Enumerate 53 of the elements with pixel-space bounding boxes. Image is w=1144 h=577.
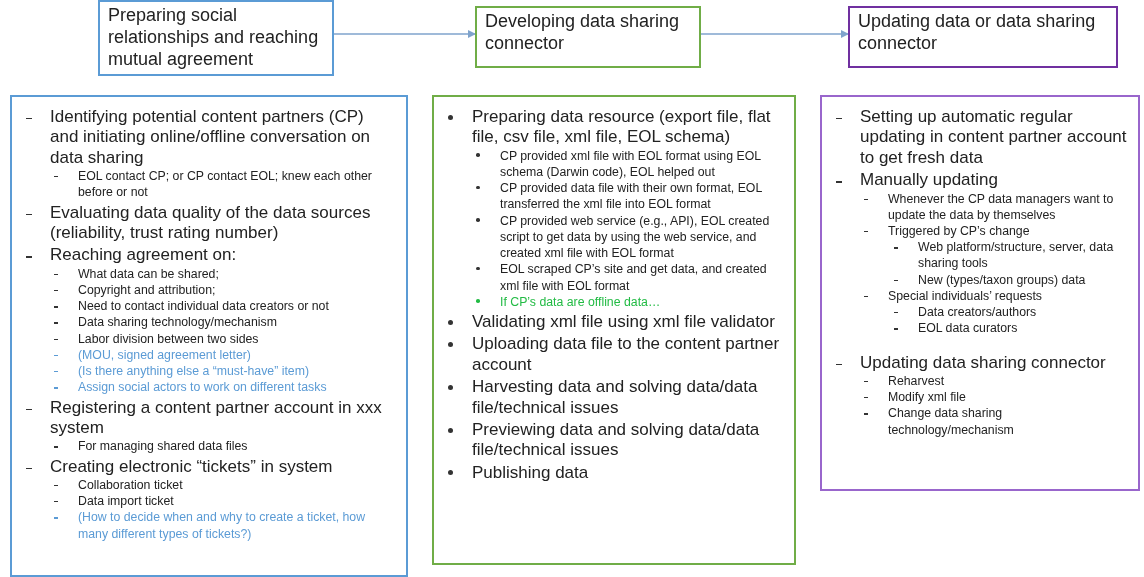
list-item-text: Setting up automatic regular updating in content partner account to get fresh data [860,107,1127,167]
list-item-text: Publishing data [472,462,589,482]
list-item-text: Special individuals’ requests [888,288,1043,303]
list-item-text: (Is there anything else a “must-have” item) [78,364,309,379]
stage-box [98,0,334,76]
list-item-text: Reaching agreement on: [50,245,237,265]
list-item-text: EOL data curators [918,321,1018,336]
list-item-text: Whenever the CP data managers want to update the data by themselves [888,191,1114,222]
task-list-panel [432,95,796,565]
list-item-text: Data creators/authors [918,305,1037,320]
list-item-text: Assign social actors to work on different tasks [78,380,327,395]
list-item-text: Uploading data file to the content partner account [472,334,780,374]
list-item-text: Data import ticket [78,494,174,509]
list-item-text: Triggered by CP’s change [888,224,1030,238]
list-item-text: Updating data sharing connector [860,352,1106,372]
list-item-text: (MOU, signed agreement letter) [78,347,251,362]
list-item-text: If CP’s data are offline data… [500,294,661,309]
list-item-text: CP provided web service (e.g., API), EOL created script to get data by using the web service, and created xml file with EOL format [500,213,770,261]
list-item-text: Creating electronic “tickets” in system [50,456,333,476]
list-item-text: Registering a content partner account in xxx system [50,397,382,437]
arrow [700,30,849,38]
list-item-text: Reharvest [888,373,945,388]
list-item-text: CP provided xml file with EOL format using EOL schema (Darwin code), EOL helped out [500,148,761,179]
list-item-text: Web platform/structure, server, data sharing tools [918,240,1114,271]
list-item-text: Modify xml file [888,390,966,405]
task-list-panel [820,95,1140,491]
list-item-text: (How to decide when and why to create a ticket, how many different types of tickets?) [78,510,366,541]
list-item-text: New (types/taxon groups) data [918,272,1086,287]
list-item-text: Manually updating [860,170,998,190]
list-item-text: EOL scraped CP’s site and get data, and created xml file with EOL format [500,262,767,293]
list-item-text: Previewing data and solving data/data file/technical issues [472,419,760,460]
list-item-text: Data sharing technology/mechanism [78,315,277,330]
list-item-text: Change data sharing technology/mechanism [888,406,1014,437]
list-item-text: Identifying potential content partners (CP) and initiating online/offline conversation on data sharing [50,107,371,167]
task-list-panel [10,95,408,577]
list-item-text: Copyright and attribution; [78,283,216,297]
stage-title: Preparing social relationships and reaching mutual agreement [107,4,320,71]
arrow [333,30,476,38]
list-item-text: Evaluating data quality of the data sources (reliability, trust rating number) [50,202,371,242]
list-item-text: Preparing data resource (export file, flat file, csv file, xml file, EOL schema) [472,107,771,147]
list-item-text: Labor division between two sides [78,331,259,346]
list-item-text: Harvesting data and solving data/data file/technical issues [472,377,758,417]
list-item-text: EOL contact CP; or CP contact EOL; knew each other before or not [78,169,372,200]
stage-title: Developing data sharing connector [484,10,681,55]
list-item-text: What data can be shared; [78,266,219,281]
stage-title: Updating data or data sharing connector [857,10,1097,55]
list-item-text: Collaboration ticket [78,477,183,492]
list-item-text: Need to contact individual data creators or not [78,299,329,314]
stage-box [848,6,1118,68]
list-item-text: For managing shared data files [78,439,248,454]
list-item-text: Validating xml file using xml file validator [472,311,775,331]
stage-box [475,6,701,68]
list-item-text: CP provided data file with their own format, EOL transferred the xml file into EOL format [500,181,762,212]
